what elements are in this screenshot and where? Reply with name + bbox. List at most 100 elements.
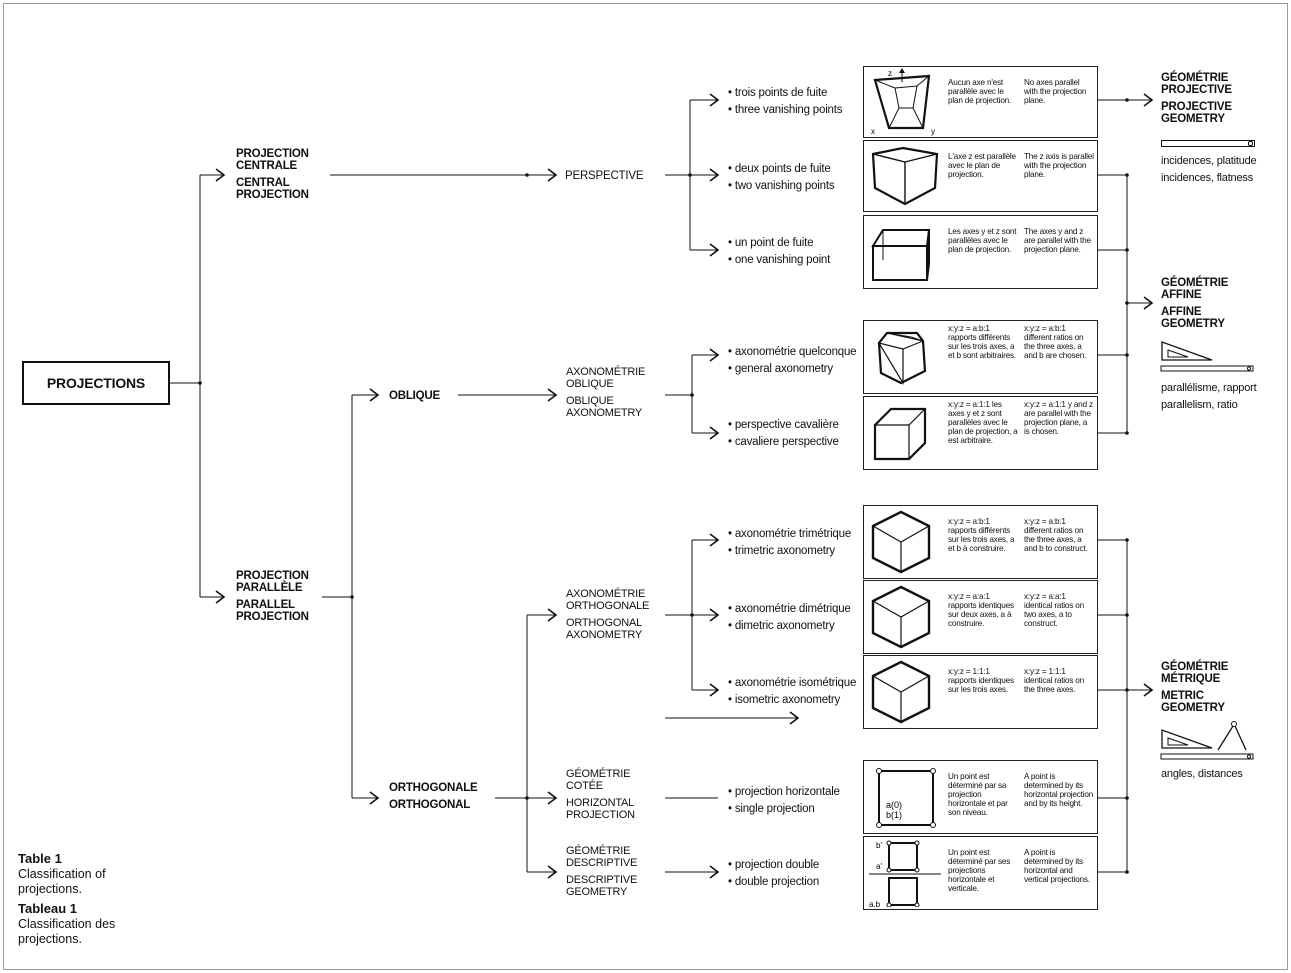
figure-frame bbox=[3, 3, 1288, 970]
leaf-label-en: • cavaliere perspective bbox=[728, 436, 839, 448]
caption-en-text: Classification of projections. bbox=[18, 867, 106, 896]
leaf-label-5: • perspective cavalière • cavaliere persp… bbox=[728, 417, 839, 451]
figure-caption: Table 1 Classification of projections. T… bbox=[18, 851, 138, 947]
node-orthogonal-axonometry: AXONOMÉTRIE ORTHOGONALE ORTHOGONAL AXONO… bbox=[566, 588, 666, 641]
description-fr: x:y:z = a:1:1 les axes y et z sont paral… bbox=[948, 400, 1018, 445]
projection-figure-icon bbox=[871, 510, 931, 574]
axo-oblique-en: OBLIQUE AXONOMETRY bbox=[566, 395, 643, 419]
leaf-label-7: • axonométrie dimétrique• dimetric axono… bbox=[728, 601, 851, 635]
projective-props-fr: incidences, platitude bbox=[1161, 155, 1257, 167]
arrowhead bbox=[1143, 296, 1154, 310]
projection-figure-icon bbox=[871, 229, 931, 281]
metric-properties: angles, distances bbox=[1161, 768, 1243, 780]
leaf-label-fr: • perspective cavalière bbox=[728, 419, 839, 431]
description-fr: Les axes y et z sont parallèles avec le … bbox=[948, 227, 1017, 254]
fig-label: x bbox=[871, 127, 875, 136]
illustration-box-6: x:y:z = a:b:1 rapports différents sur le… bbox=[863, 505, 1098, 579]
leaf-label-fr: • axonométrie isométrique bbox=[728, 677, 857, 689]
arrowhead bbox=[547, 791, 558, 805]
compass-and-set-square-icon bbox=[1160, 721, 1254, 760]
parallel-en: PARALLEL PROJECTION bbox=[236, 599, 309, 623]
node-parallel-projection: PROJECTION PARALLÈLE PARALLEL PROJECTION bbox=[236, 570, 331, 623]
leaf-label-fr: • deux points de fuite bbox=[728, 163, 831, 175]
leaf-label-en: • three vanishing points bbox=[728, 104, 843, 116]
fig-label: a' bbox=[876, 862, 882, 871]
arrowhead bbox=[709, 533, 720, 547]
arrowhead bbox=[547, 168, 558, 182]
projection-figure-icon bbox=[877, 331, 927, 386]
axo-ortho-en: ORTHOGONAL AXONOMETRY bbox=[566, 617, 643, 641]
metric-fr: GÉOMÉTRIE MÉTRIQUE bbox=[1161, 661, 1229, 685]
fig-label: a,b bbox=[869, 900, 881, 907]
caption-fr-title: Tableau 1 bbox=[18, 901, 78, 916]
geometry-projective: GÉOMÉTRIE PROJECTIVE PROJECTIVE GEOMETRY bbox=[1161, 72, 1261, 125]
geometry-metric: GÉOMÉTRIE MÉTRIQUE METRIC GEOMETRY bbox=[1161, 661, 1261, 714]
description-fr: x:y:z = 1:1:1 rapports identiques sur le… bbox=[948, 667, 1014, 694]
description-fr: L'axe z est parallèle avec le plan de pr… bbox=[948, 152, 1016, 179]
leaf-label-3: • un point de fuite• one vanishing point bbox=[728, 235, 830, 269]
axo-oblique-fr: AXONOMÉTRIE OBLIQUE bbox=[566, 366, 646, 390]
description-en: x:y:z = a:a:1 identical ratios on two ax… bbox=[1024, 592, 1084, 628]
node-oblique-axonometry: AXONOMÉTRIE OBLIQUE OBLIQUE AXONOMETRY bbox=[566, 366, 661, 419]
leaf-label-en: • dimetric axonometry bbox=[728, 620, 835, 632]
arrowhead bbox=[547, 608, 558, 622]
description-en: x:y:z = a:b:1 different ratios on the th… bbox=[1024, 517, 1088, 553]
arrowhead bbox=[709, 93, 720, 107]
affine-props-fr: parallélisme, rapport bbox=[1161, 382, 1257, 394]
leaf-label-fr: • projection horizontale bbox=[728, 786, 840, 798]
orthogonal-en: ORTHOGONAL bbox=[389, 799, 471, 811]
affine-props-en: parallelism, ratio bbox=[1161, 399, 1238, 411]
illustration-box-7: x:y:z = a:a:1 rapports identiques sur de… bbox=[863, 580, 1098, 654]
description-en: The z axis is parallel with the projecti… bbox=[1024, 152, 1094, 179]
projective-properties: incidences, platitude incidences, flatne… bbox=[1161, 153, 1257, 187]
fig-label: b(1) bbox=[886, 810, 902, 820]
leaf-label-2: • deux points de fuite• two vanishing po… bbox=[728, 161, 835, 195]
description-en: A point is determined by its horizontal … bbox=[1024, 772, 1094, 808]
affine-properties: parallélisme, rapport parallelism, ratio bbox=[1161, 380, 1257, 414]
illustration-box-3: Les axes y et z sont parallèles avec le … bbox=[863, 215, 1098, 289]
root-node-projections: PROJECTIONS bbox=[22, 361, 170, 405]
description-en: A point is determined by its horizontal … bbox=[1024, 848, 1090, 884]
illustration-box-9: a(0) b(1)Un point est déterminé par sa p… bbox=[863, 760, 1098, 834]
illustration-box-2: L'axe z est parallèle avec le plan de pr… bbox=[863, 140, 1098, 212]
node-horizontal-projection: GÉOMÉTRIE COTÉE HORIZONTAL PROJECTION bbox=[566, 768, 661, 821]
description-en: x:y:z = a:1:1 y and z are parallel with … bbox=[1024, 400, 1093, 436]
leaf-label-fr: • axonométrie trimétrique bbox=[728, 528, 852, 540]
node-orthogonal: ORTHOGONALE ORTHOGONAL bbox=[389, 782, 478, 811]
leaf-label-4: • axonométrie quelconque• general axonom… bbox=[728, 344, 857, 378]
description-en: x:y:z = 1:1:1 identical ratios on the th… bbox=[1024, 667, 1084, 694]
description-en: x:y:z = a:b:1 different ratios on the th… bbox=[1024, 324, 1087, 360]
arrowhead bbox=[369, 791, 380, 805]
arrowhead bbox=[547, 388, 558, 402]
description-fr: x:y:z = a:b:1 rapports différents sur le… bbox=[948, 517, 1015, 553]
projection-figure-icon bbox=[871, 146, 939, 206]
leaf-label-en: • one vanishing point bbox=[728, 254, 831, 266]
leaf-label-8: • axonométrie isométrique • isometric axo… bbox=[728, 675, 856, 709]
description-en: The axes y and z are parallel with the p… bbox=[1024, 227, 1091, 254]
leaf-label-en: • isometric axonometry bbox=[728, 694, 841, 706]
node-central-projection: PROJECTION CENTRALE CENTRAL PROJECTION bbox=[236, 148, 331, 201]
description-en: No axes parallel with the projection pla… bbox=[1024, 78, 1087, 105]
affine-en: AFFINE GEOMETRY bbox=[1161, 306, 1225, 330]
illustration-box-4: x:y:z = a:b:1 rapports différents sur le… bbox=[863, 320, 1098, 394]
arrowhead bbox=[215, 590, 226, 604]
axo-ortho-fr: AXONOMÉTRIE ORTHOGONALE bbox=[566, 588, 650, 612]
description-fr: x:y:z = a:a:1 rapports identiques sur de… bbox=[948, 592, 1014, 628]
arrowhead bbox=[1143, 93, 1154, 107]
illustration-box-8: x:y:z = 1:1:1 rapports identiques sur le… bbox=[863, 655, 1098, 729]
node-oblique: OBLIQUE bbox=[389, 390, 440, 402]
leaf-label-10: • projection double • double projection bbox=[728, 857, 819, 891]
orthogonal-fr: ORTHOGONALE bbox=[389, 782, 478, 794]
leaf-label-9: • projection horizontale• single project… bbox=[728, 784, 840, 818]
arrowhead bbox=[369, 388, 380, 402]
leaf-label-en: • general axonometry bbox=[728, 363, 833, 375]
geometry-affine: GÉOMÉTRIE AFFINE AFFINE GEOMETRY bbox=[1161, 277, 1261, 330]
projection-figure-icon bbox=[873, 407, 927, 461]
leaf-label-fr: • projection double bbox=[728, 859, 820, 871]
fig-label: y bbox=[931, 127, 935, 136]
leaf-label-en: • double projection bbox=[728, 876, 820, 888]
projection-figure-icon: z x y bbox=[871, 68, 935, 136]
central-en: CENTRAL PROJECTION bbox=[236, 177, 309, 201]
